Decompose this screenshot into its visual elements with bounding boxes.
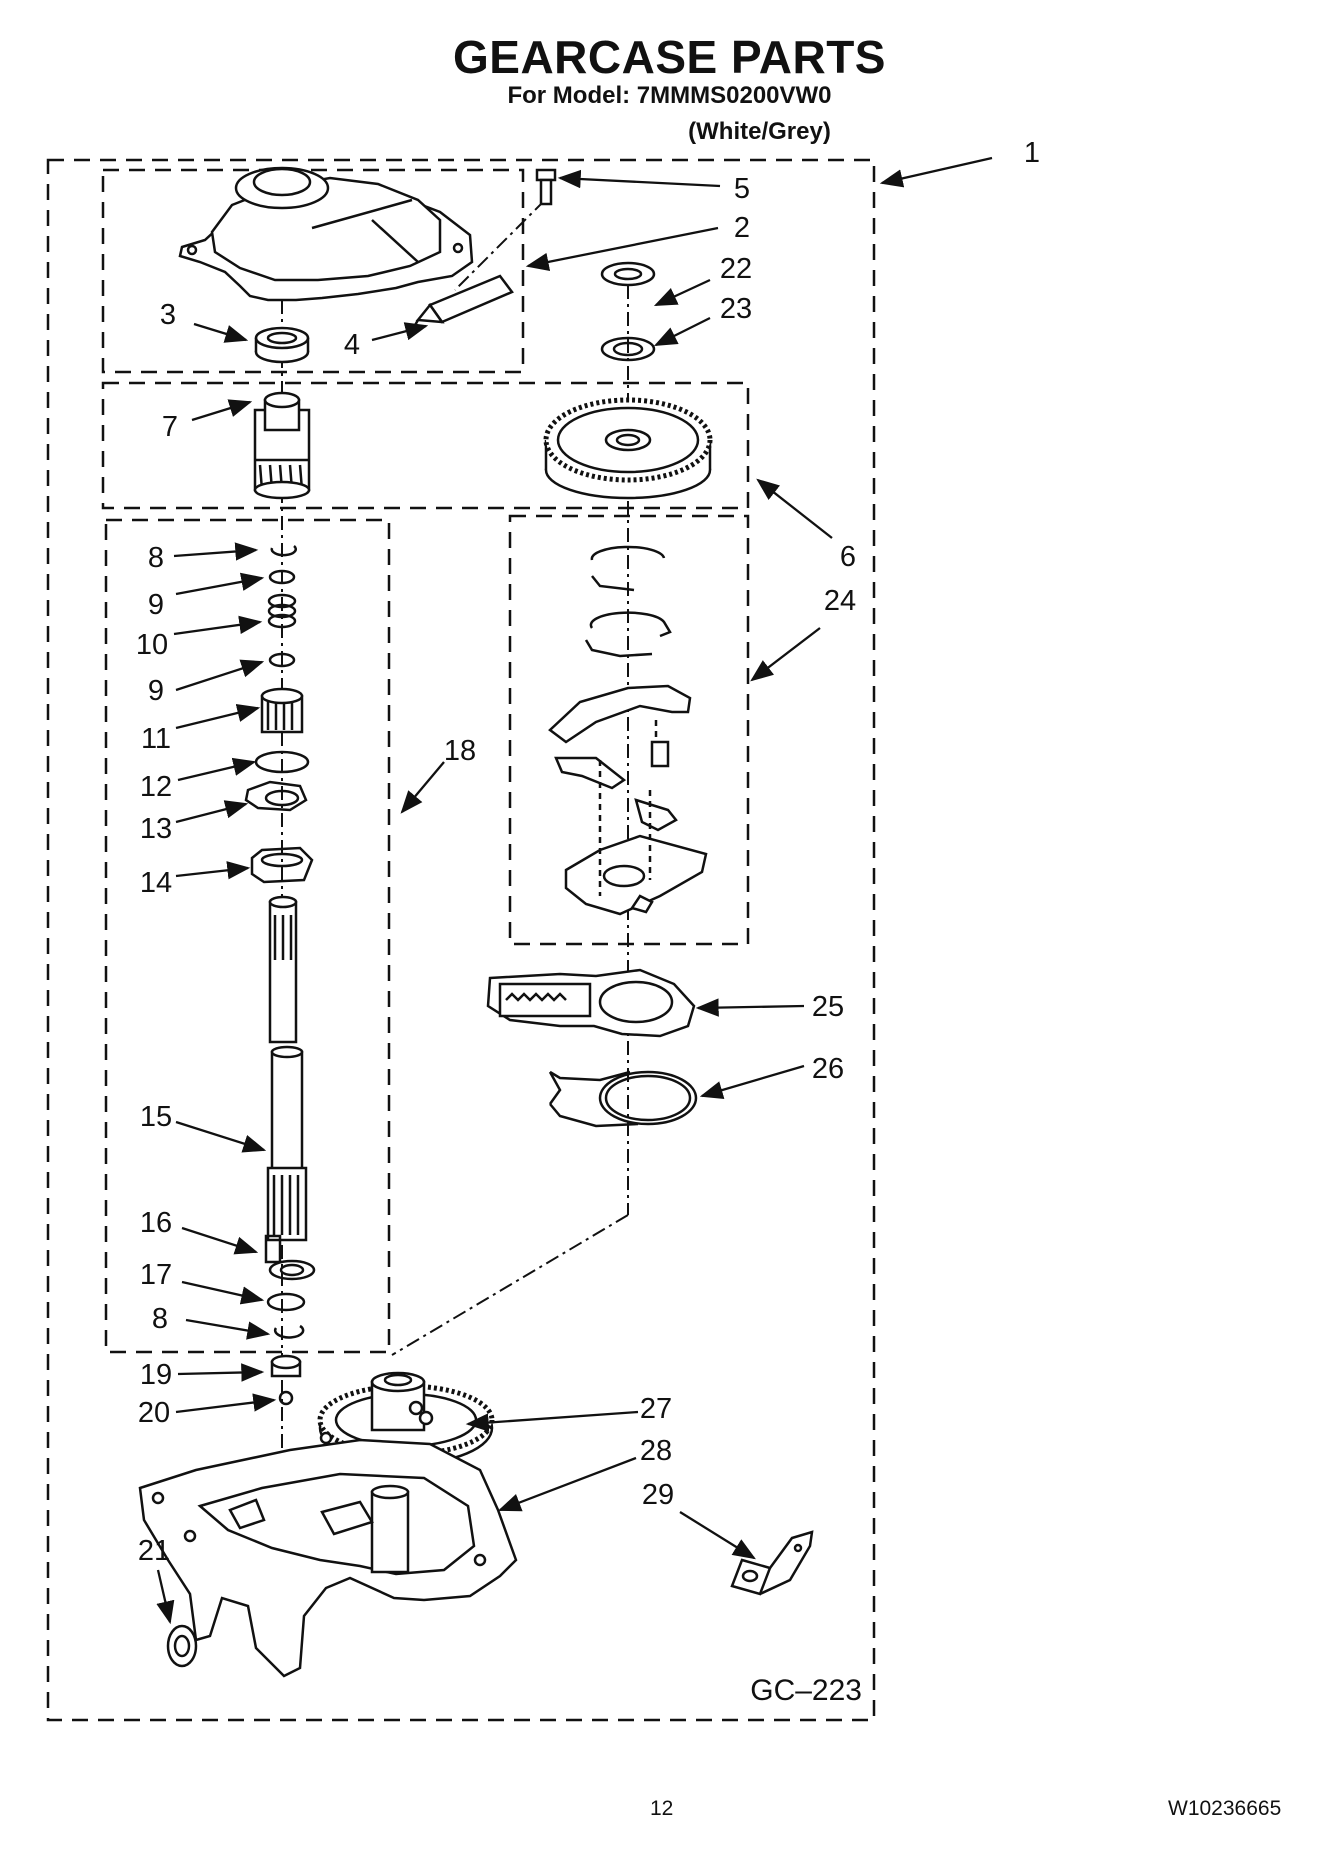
leader-15: [175, 1120, 267, 1153]
callout-25: 25: [812, 991, 844, 1023]
gearcase-base-part: [138, 1431, 518, 1678]
document-number: W10236665: [1168, 1797, 1282, 1820]
diagram-code: GC–223: [750, 1674, 862, 1707]
leader-2: [525, 226, 719, 271]
screw-axis-line: [454, 199, 546, 291]
large-gear-part: [543, 397, 713, 500]
leader-13: [175, 800, 249, 824]
leader-14: [175, 861, 251, 880]
leader-7: [191, 399, 253, 422]
leader-19: [177, 1363, 265, 1382]
leader-4: [371, 322, 429, 342]
leader-29: [679, 1511, 756, 1560]
callout-17: 17: [140, 1259, 172, 1291]
leader-5: [557, 169, 721, 189]
callout-5: 5: [734, 173, 750, 205]
assembly-frame: [46, 158, 876, 1722]
leader-9a: [175, 572, 265, 596]
leader-20: [175, 1393, 277, 1414]
leader-12: [177, 757, 257, 782]
callout-23: 23: [720, 293, 752, 325]
callout-8b: 8: [152, 1303, 168, 1335]
shift-fork-part: [486, 968, 696, 1038]
callout-18: 18: [444, 735, 476, 767]
screw-part: [535, 168, 557, 206]
washer-part: [600, 336, 656, 362]
cover-group-frame: [101, 168, 525, 374]
lower-stack-parts: [264, 1234, 316, 1406]
callout-20: 20: [138, 1397, 170, 1429]
leader-8b: [185, 1318, 271, 1340]
leader-21: [156, 1569, 175, 1625]
callout-29: 29: [642, 1479, 674, 1511]
leader-8a: [173, 542, 259, 561]
callout-10: 10: [136, 629, 168, 661]
callout-3: 3: [160, 299, 176, 331]
bracket-part: [730, 1530, 814, 1596]
seal-part: [254, 326, 310, 364]
leader-22: [653, 278, 711, 307]
shift-assembly-part: [548, 545, 708, 916]
callout-6: 6: [840, 541, 856, 573]
leader-10: [173, 615, 263, 636]
callout-14: 14: [140, 867, 172, 899]
leader-25: [695, 998, 805, 1017]
leader-16: [181, 1226, 259, 1255]
gearcase-cover-part: [178, 166, 474, 302]
leader-28: [497, 1456, 637, 1512]
leader-27: [465, 1410, 639, 1432]
model-line: For Model: 7MMMS0200VW0: [507, 82, 832, 109]
page-title: GEARCASE PARTS: [453, 31, 886, 83]
callout-27: 27: [640, 1393, 672, 1425]
callout-19: 19: [140, 1359, 172, 1391]
callout-21: 21: [138, 1535, 170, 1567]
callout-8a: 8: [148, 542, 164, 574]
callout-13: 13: [140, 813, 172, 845]
leader-9b: [175, 659, 265, 692]
callout-9a: 9: [148, 589, 164, 621]
leader-17: [181, 1280, 265, 1305]
pinion-part: [253, 391, 311, 500]
color-line: (White/Grey): [688, 118, 831, 145]
shaft-group-frame: [104, 518, 391, 1354]
leader-1: [879, 156, 993, 188]
leader-26: [699, 1064, 805, 1099]
left-stack-parts: [244, 545, 314, 884]
thrust-washer-part: [600, 261, 656, 287]
page-number: 12: [650, 1797, 674, 1820]
callout-22: 22: [720, 253, 752, 285]
leader-23: [653, 316, 711, 347]
leader-11: [175, 703, 261, 730]
spring-ring-part: [548, 1070, 698, 1128]
agitator-shaft-part: [266, 895, 308, 1242]
callout-7: 7: [162, 411, 178, 443]
grease-tube-part: [408, 274, 514, 335]
leader-6: [756, 478, 833, 539]
leader-3: [193, 322, 249, 343]
callout-15: 15: [140, 1101, 172, 1133]
gear-group-frame: [101, 381, 750, 510]
callout-24: 24: [824, 585, 856, 617]
callout-1: 1: [1024, 137, 1040, 169]
callout-4: 4: [344, 329, 360, 361]
plug-part: [166, 1624, 198, 1668]
callout-12: 12: [140, 771, 172, 803]
callout-2: 2: [734, 212, 750, 244]
callout-9b: 9: [148, 675, 164, 707]
callout-26: 26: [812, 1053, 844, 1085]
callout-28: 28: [640, 1435, 672, 1467]
callout-11: 11: [141, 723, 171, 755]
callout-16: 16: [140, 1207, 172, 1239]
leader-18: [400, 761, 445, 814]
leader-24: [750, 627, 821, 682]
gear-link-line: [391, 1214, 629, 1356]
